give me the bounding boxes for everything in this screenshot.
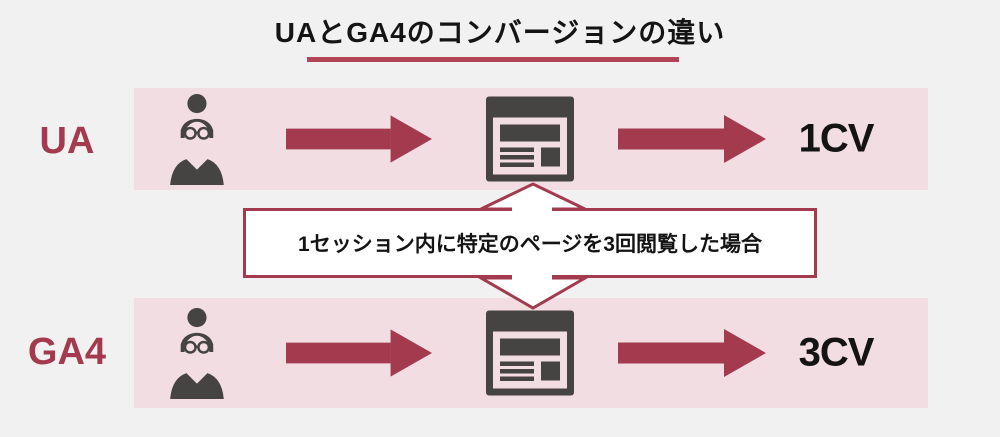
row-band-ga4: 3CV xyxy=(134,298,928,408)
up-outline-arrow-icon xyxy=(480,182,586,217)
note-text: 1セッション内に特定のページを3回閲覧した場合 xyxy=(298,233,762,256)
businesswoman-icon xyxy=(170,307,224,399)
webpage-icon xyxy=(486,96,574,182)
right-arrow-icon xyxy=(286,115,432,163)
businesswoman-icon xyxy=(170,93,224,185)
right-arrow-icon xyxy=(618,115,766,163)
title-underline xyxy=(307,57,679,62)
row-label-ga4: GA4 xyxy=(27,331,107,373)
right-arrow-icon xyxy=(618,329,766,377)
down-outline-arrow-icon xyxy=(475,270,591,310)
page-title: UAとGA4のコンバージョンの違い xyxy=(274,17,726,48)
row-band-ua: 1CV xyxy=(134,88,928,190)
right-arrow-icon xyxy=(286,329,432,377)
row-label-ua: UA xyxy=(39,120,95,162)
note-box: 1セッション内に特定のページを3回閲覧した場合 xyxy=(243,208,817,278)
conversion-count-ua: 1CV xyxy=(798,116,875,161)
webpage-icon xyxy=(486,310,574,396)
conversion-count-ga4: 3CV xyxy=(798,330,875,375)
